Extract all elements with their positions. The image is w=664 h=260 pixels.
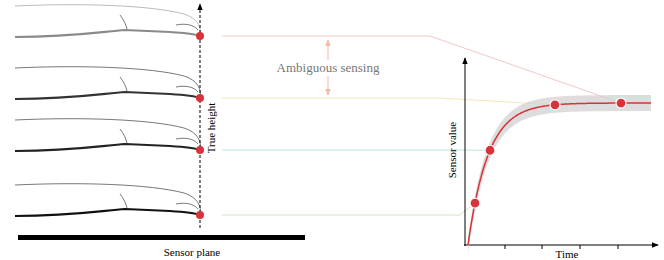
finger — [15, 67, 200, 99]
finger — [15, 5, 200, 37]
height-dot — [196, 94, 204, 102]
guide-line — [222, 203, 475, 215]
axis-tick — [580, 245, 581, 249]
finger — [15, 119, 200, 151]
label: Sensor plane — [164, 246, 221, 258]
x-axis — [464, 245, 658, 246]
sample-dot — [470, 198, 480, 208]
axis-tick — [618, 245, 619, 249]
label: Sensor value — [446, 122, 458, 179]
guide-line — [222, 98, 555, 105]
sensor-plane — [18, 235, 305, 240]
uncertainty-band — [468, 95, 651, 253]
height-dot — [196, 146, 204, 154]
finger — [15, 184, 200, 216]
height-dot — [196, 32, 204, 40]
sample-dot — [485, 145, 495, 155]
sensor-curve — [468, 103, 651, 245]
y-axis — [465, 58, 466, 246]
guide-line — [222, 36, 621, 103]
height-dot — [196, 211, 204, 219]
label: Ambiguous sensing — [274, 60, 383, 76]
sample-dot — [616, 98, 626, 108]
axis-tick — [542, 245, 543, 249]
axis-tick — [505, 245, 506, 249]
label: Time — [556, 248, 579, 260]
sample-dot — [550, 100, 560, 110]
label: True height — [205, 103, 217, 154]
